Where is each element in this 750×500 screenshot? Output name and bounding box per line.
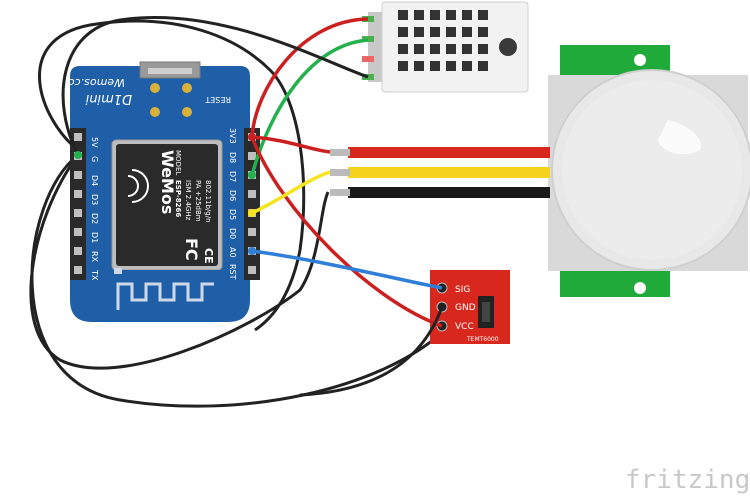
pin-label-d1: D1 xyxy=(90,232,99,243)
wifi-icon xyxy=(127,169,149,203)
pir-mount-hole-top xyxy=(634,54,646,66)
dht-hole xyxy=(499,38,517,56)
fritzing-watermark: fritzing xyxy=(625,465,750,495)
wire-black-pir xyxy=(29,154,330,370)
usb-slot xyxy=(148,68,192,74)
chip-line-3: 802.11b/g/n xyxy=(204,180,212,223)
wires-front xyxy=(61,15,444,397)
pir-wire-yellow xyxy=(348,167,550,178)
reset-label: RESET xyxy=(205,95,231,104)
wire-red-pir xyxy=(251,135,331,154)
d1mini-board: Wemos.cc D1mini RESET 5V G D4 D3 D2 D1 R… xyxy=(69,61,260,322)
chip-model: ESP-8266 xyxy=(174,180,182,217)
right-pin-labels: 3V3 D8 D7 D6 D5 D0 A0 RST xyxy=(228,128,237,280)
pin-label-a0: A0 xyxy=(228,247,237,258)
pir-dome-highlight xyxy=(658,120,701,155)
pin-label-d4: D4 xyxy=(90,175,99,186)
wire-red-temt xyxy=(250,136,443,328)
chip-line-1: ISM 2.4GHz xyxy=(184,180,192,221)
smd-led xyxy=(114,268,122,274)
wire-end-d7 xyxy=(248,171,256,179)
reset-pad-3 xyxy=(150,107,160,117)
temt-pin-vcc-label: VCC xyxy=(455,322,474,332)
pir-mount-hole-bottom xyxy=(634,282,646,294)
chip-ce: CE xyxy=(202,248,215,264)
pin-label-d5: D5 xyxy=(228,209,237,220)
pin-label-d0: D0 xyxy=(228,228,237,239)
pir-lead-yellow xyxy=(330,169,350,176)
pin-label-d8: D8 xyxy=(228,152,237,163)
dht-pin-3 xyxy=(362,56,374,62)
dht-pin-2 xyxy=(362,36,374,42)
wire-blue-temt xyxy=(251,249,443,290)
dht-grille xyxy=(398,10,488,71)
esp-module-label xyxy=(116,144,218,266)
pir-wire-red xyxy=(348,147,550,158)
pin-label-d2: D2 xyxy=(90,213,99,224)
wire-end-g xyxy=(74,151,82,159)
wire-black-dht-gnd xyxy=(61,15,369,156)
left-header xyxy=(70,128,86,280)
antenna-area xyxy=(112,270,222,314)
wire-red-dht xyxy=(250,17,369,138)
temt-name: TEMT6000 xyxy=(466,336,499,343)
pin-label-tx: TX xyxy=(90,269,99,281)
temt-pin-sig-label: SIG xyxy=(455,285,470,295)
wire-black-temt xyxy=(299,306,444,397)
left-pin-labels: 5V G D4 D3 D2 D1 RX TX xyxy=(90,137,99,281)
wire-end-3v3 xyxy=(248,133,256,141)
chip-fcc: FC xyxy=(182,238,201,261)
pir-wire-black xyxy=(348,187,550,198)
antenna-trace xyxy=(116,282,214,310)
wire-end-a0 xyxy=(248,247,256,255)
dht-leads xyxy=(368,12,382,82)
pin-label-d6: D6 xyxy=(228,190,237,201)
pir-dome-inner xyxy=(562,80,742,260)
temt-pin-gnd-label: GND xyxy=(455,303,476,313)
temt6000-board: SIG GND VCC TEMT6000 xyxy=(430,270,510,344)
wire-black-loop-bottom xyxy=(30,153,447,408)
reset-pad-4 xyxy=(182,107,192,117)
chip-line-2: PA +25dBm xyxy=(194,180,202,222)
esp-chip-text: WeMos MODEL ESP-8266 ISM 2.4GHz PA +25dB… xyxy=(158,150,215,264)
chip-model-label: MODEL xyxy=(174,150,182,175)
pin-label-g: G xyxy=(90,156,99,162)
temt-sensor-window xyxy=(482,302,490,322)
model-text: D1mini xyxy=(85,91,132,106)
pir-sensor xyxy=(330,45,750,297)
wire-yellow-pir xyxy=(251,170,331,215)
pin-label-3v3: 3V3 xyxy=(228,128,237,144)
pin-label-d3: D3 xyxy=(90,194,99,205)
dht22-sensor xyxy=(362,1,529,93)
wire-end-d5 xyxy=(248,209,256,217)
reset-pad-2 xyxy=(182,83,192,93)
pir-lead-red xyxy=(330,149,350,156)
pin-label-rst: RST xyxy=(228,264,237,280)
pin-label-d7: D7 xyxy=(228,171,237,182)
pir-lead-black xyxy=(330,189,350,196)
pin-label-rx: RX xyxy=(90,251,99,263)
brand-text: Wemos.cc xyxy=(69,76,125,89)
reset-pad-1 xyxy=(150,83,160,93)
chip-logo: WeMos xyxy=(158,150,177,214)
pin-label-5v: 5V xyxy=(90,137,99,148)
